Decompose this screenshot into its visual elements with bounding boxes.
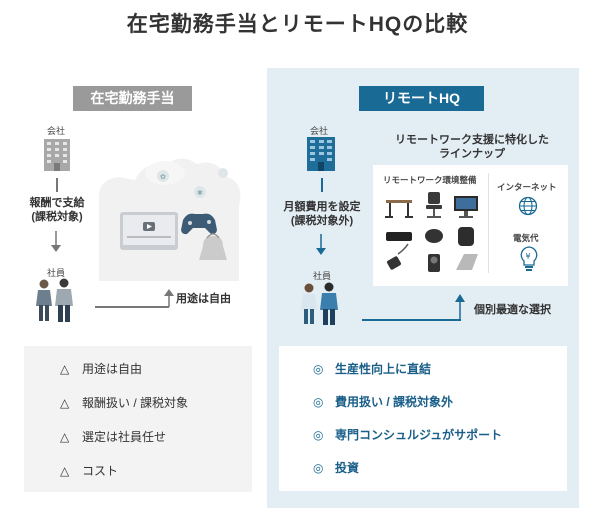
double-circle-mark-icon: ◎ — [313, 362, 324, 376]
left-point-4: △コスト — [60, 464, 119, 478]
svg-text:✿: ✿ — [160, 174, 166, 181]
equipment-label: リモートワーク環境整備 — [383, 175, 477, 185]
left-usage-connector — [95, 306, 169, 308]
equipment-items-illustration — [385, 192, 478, 272]
right-company-building-icon — [307, 137, 335, 171]
globe-icon — [518, 196, 538, 216]
left-down-arrow-icon — [51, 231, 61, 252]
right-flow-label-2: (課税対象外) — [290, 215, 354, 227]
lineup-title-1: リモートワーク支援に特化した — [395, 134, 549, 146]
double-circle-mark-icon: ◎ — [313, 395, 324, 409]
right-company-label: 会社 — [310, 126, 329, 136]
right-down-arrow-icon — [316, 234, 326, 255]
right-flow-label-1: 月額費用を設定 — [283, 201, 361, 213]
left-section-tag: 在宅勤務手当 — [73, 86, 192, 111]
left-company-building-icon — [44, 139, 70, 171]
selection-label: 個別最適な選択 — [474, 304, 551, 316]
right-section-tag: リモートHQ — [359, 86, 484, 111]
left-employees-icon — [36, 278, 73, 322]
left-point-1: △用途は自由 — [60, 362, 143, 376]
internet-label: インターネット — [497, 182, 557, 192]
double-circle-mark-icon: ◎ — [313, 428, 324, 442]
right-point-3: ◎専門コンシュルジュがサポート — [313, 428, 503, 442]
items-divider — [488, 173, 489, 273]
triangle-mark-icon: △ — [60, 396, 70, 410]
right-connector-top — [321, 178, 323, 192]
double-circle-mark-icon: ◎ — [313, 461, 324, 475]
right-up-arrow-icon — [455, 294, 465, 320]
left-flow-label-2: (課税対象) — [31, 211, 83, 223]
triangle-mark-icon: △ — [60, 362, 70, 376]
left-up-arrow-icon — [164, 289, 174, 307]
right-point-2: ◎費用扱い / 課税対象外 — [313, 395, 454, 409]
svg-text:¥: ¥ — [526, 252, 531, 261]
right-employees-icon — [301, 282, 338, 325]
left-company-label: 会社 — [47, 126, 66, 136]
lineup-title-2: ラインナップ — [439, 148, 505, 160]
right-summary-box: ◎生産性向上に直結 ◎費用扱い / 課税対象外 ◎専門コンシュルジュがサポート … — [279, 346, 567, 491]
lightbulb-yen-icon: ¥ — [520, 246, 538, 271]
right-point-4: ◎投資 — [313, 461, 360, 475]
right-selection-connector — [362, 319, 461, 321]
left-employee-label: 社員 — [47, 268, 66, 278]
left-point-3: △選定は社員任せ — [60, 430, 167, 444]
triangle-mark-icon: △ — [60, 430, 70, 444]
left-connector-top — [56, 178, 58, 192]
electricity-label: 電気代 — [513, 233, 539, 243]
left-point-2: △報酬扱い / 課税対象 — [60, 396, 189, 410]
left-flow-label-1: 報酬で支給 — [29, 197, 85, 209]
right-employee-label: 社員 — [313, 271, 332, 281]
left-usage-label: 用途は自由 — [176, 293, 231, 305]
svg-text:✱: ✱ — [197, 189, 203, 197]
right-point-1: ◎生産性向上に直結 — [313, 362, 432, 376]
cloud-usage-illustration: ✿ ✱ — [98, 158, 241, 281]
triangle-mark-icon: △ — [60, 464, 70, 478]
left-summary-box: △用途は自由 △報酬扱い / 課税対象 △選定は社員任せ △コスト — [24, 346, 252, 492]
page-title: 在宅勤務手当とリモートHQの比較 — [126, 13, 469, 36]
